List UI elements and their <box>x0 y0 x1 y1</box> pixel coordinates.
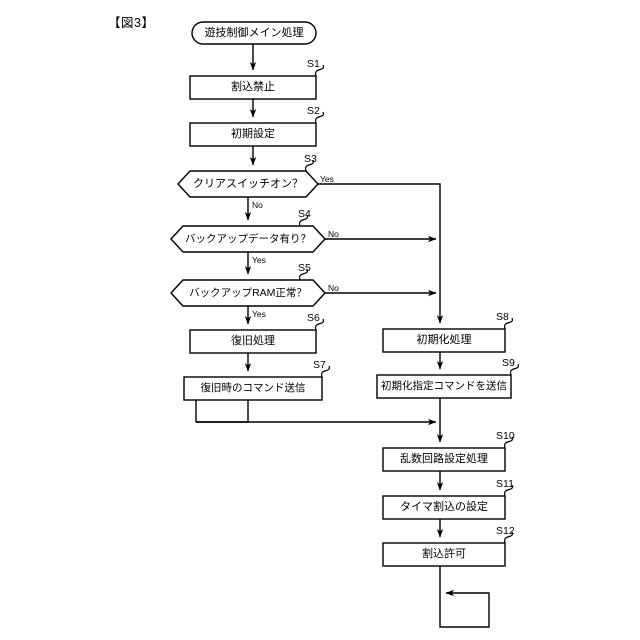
shape-s8 <box>382 328 506 353</box>
edge-label-s4-no: No <box>328 229 339 239</box>
edge-loop-back <box>439 566 490 628</box>
step-number-s5: S5 <box>298 262 311 274</box>
edge-s3-yes-branch <box>318 183 444 324</box>
leader-s12 <box>503 531 514 544</box>
edge-label-s5-yes: Yes <box>252 309 266 319</box>
shape-s9 <box>376 374 512 399</box>
shape-s6 <box>189 329 317 354</box>
edge-s7-merge <box>196 400 249 423</box>
step-leaders <box>298 64 520 544</box>
leader-s10 <box>503 436 514 449</box>
shape-s1 <box>189 75 317 100</box>
shape-s2 <box>189 122 317 147</box>
step-number-s7: S7 <box>313 359 326 371</box>
shape-s3 <box>177 170 319 198</box>
shape-start <box>191 21 317 45</box>
step-number-s10: S10 <box>496 430 515 442</box>
shape-s12 <box>382 542 506 567</box>
leader-s5 <box>298 268 309 281</box>
shape-s10 <box>382 447 506 472</box>
step-number-s12: S12 <box>496 525 515 537</box>
leader-s3 <box>304 159 315 172</box>
edge-label-s4-yes: Yes <box>252 255 266 265</box>
figure-label: 【図3】 <box>108 16 155 30</box>
step-number-s4: S4 <box>298 208 311 220</box>
step-number-s1: S1 <box>307 58 320 70</box>
step-number-s2: S2 <box>307 105 320 117</box>
step-number-s3: S3 <box>304 153 317 165</box>
leader-s1 <box>314 64 325 77</box>
shape-s5 <box>170 279 326 307</box>
leader-s6 <box>314 318 325 331</box>
leader-s11 <box>503 484 514 497</box>
edge-label-s5-no: No <box>328 283 339 293</box>
edge-label-s3-yes: Yes <box>320 174 334 184</box>
leader-s8 <box>503 317 514 330</box>
leader-s7 <box>320 365 331 378</box>
edge-label-s3-no: No <box>252 200 263 210</box>
step-number-s9: S9 <box>502 357 515 369</box>
shape-s4 <box>170 225 326 253</box>
step-number-s11: S11 <box>496 478 514 490</box>
leader-s4 <box>298 214 309 227</box>
step-number-s8: S8 <box>496 311 509 323</box>
leader-s9 <box>509 363 520 376</box>
shape-s11 <box>382 495 506 520</box>
leader-s2 <box>314 111 325 124</box>
step-number-s6: S6 <box>307 312 320 324</box>
shape-s7 <box>183 376 323 401</box>
